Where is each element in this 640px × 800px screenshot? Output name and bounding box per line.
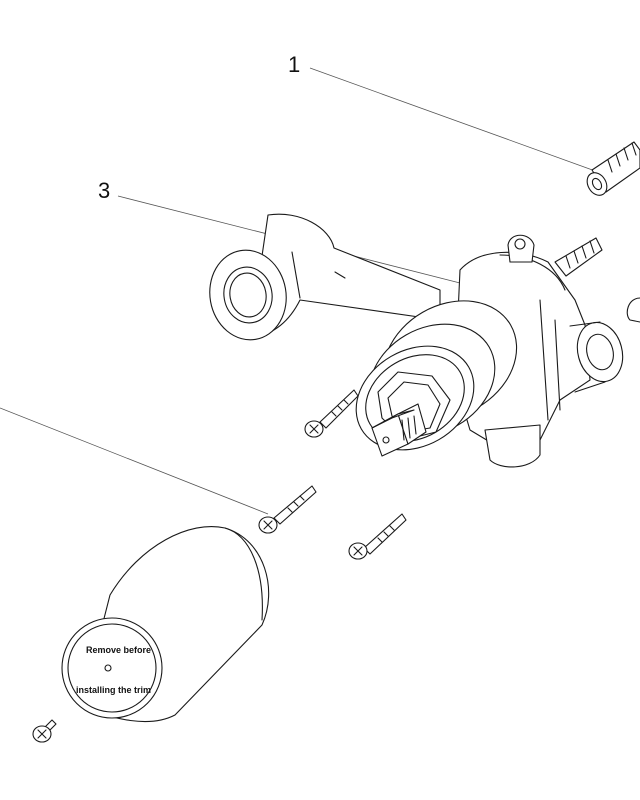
callout-3: 3 (98, 178, 110, 203)
leader-line-cap (0, 407, 269, 515)
valve-cartridge (355, 300, 518, 457)
screw-middle (258, 485, 317, 534)
mounting-bracket (209, 213, 441, 341)
cap-label-line2: installing the trim (76, 685, 151, 695)
leader-line-1 (309, 67, 599, 173)
protective-cap: Remove before installing the trim (61, 526, 270, 723)
callout-1: 1 (288, 52, 300, 77)
cap-label-line1: Remove before (86, 645, 151, 655)
wall-anchor-top (586, 141, 640, 196)
screw-upper (304, 389, 359, 438)
screw-lower (348, 513, 407, 560)
screw-small (32, 719, 57, 743)
